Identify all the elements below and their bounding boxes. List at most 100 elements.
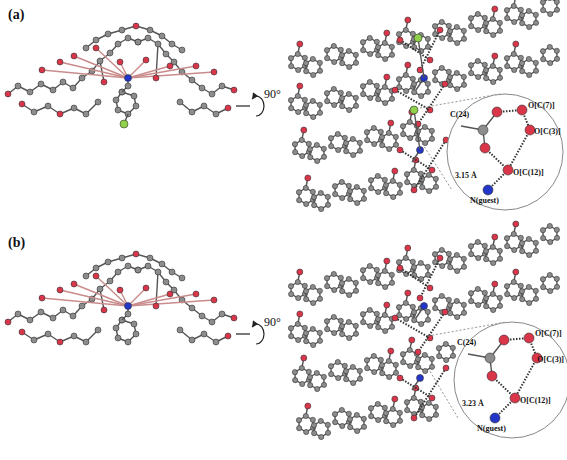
- atom: [225, 105, 231, 111]
- atom: [492, 281, 498, 287]
- atom: [490, 291, 495, 296]
- atom: [135, 39, 141, 45]
- atom: [117, 287, 123, 293]
- atom: [347, 417, 352, 422]
- atom: [484, 257, 489, 262]
- atom: [392, 396, 398, 402]
- atom: [554, 0, 559, 4]
- atom: [483, 185, 493, 195]
- atom: [119, 255, 125, 261]
- atom: [346, 48, 351, 53]
- atom: [375, 317, 380, 322]
- atom: [219, 311, 225, 317]
- atom: [407, 347, 412, 352]
- atom: [368, 279, 373, 284]
- atom: [390, 178, 395, 183]
- atom: [476, 302, 481, 307]
- atom: [71, 53, 77, 59]
- atom: [383, 328, 388, 333]
- atom: [332, 287, 337, 292]
- atom: [427, 416, 432, 421]
- atom: [328, 136, 333, 141]
- atom: [383, 284, 388, 289]
- atom: [289, 64, 294, 69]
- atom: [397, 418, 402, 423]
- atom: [411, 415, 417, 421]
- atom: [497, 256, 502, 261]
- atom: [297, 269, 303, 275]
- atom: [433, 404, 438, 409]
- atom: [393, 134, 398, 139]
- atom: [476, 74, 481, 79]
- atom: [346, 276, 351, 281]
- atom: [397, 147, 403, 153]
- atom: [490, 16, 495, 21]
- atom: [292, 142, 297, 147]
- atom: [455, 314, 460, 319]
- atom: [433, 412, 438, 417]
- atom: [392, 168, 398, 174]
- atom: [497, 67, 502, 72]
- atom: [429, 167, 435, 173]
- atom: [332, 102, 337, 107]
- atom: [427, 285, 433, 291]
- atom: [101, 79, 107, 85]
- atom: [213, 339, 219, 345]
- atom: [384, 191, 389, 196]
- atom: [303, 289, 308, 294]
- atom: [340, 104, 345, 109]
- atom: [348, 197, 353, 202]
- atom: [548, 60, 553, 65]
- atom: [339, 96, 344, 101]
- atom: [554, 235, 559, 240]
- atom: [93, 37, 99, 43]
- atom: [403, 27, 408, 32]
- atom: [418, 260, 423, 265]
- atom: [425, 264, 430, 269]
- atom: [447, 75, 452, 80]
- atom: [357, 140, 362, 145]
- atom: [527, 24, 532, 29]
- atom: [425, 309, 430, 314]
- bond: [515, 358, 537, 398]
- atom: [317, 102, 322, 107]
- atom: [382, 40, 387, 45]
- atom: [314, 370, 319, 375]
- bond: [414, 110, 420, 150]
- atom: [468, 244, 473, 249]
- atom: [511, 51, 516, 56]
- atom: [321, 146, 326, 151]
- atom: [319, 206, 324, 211]
- atom: [455, 86, 460, 91]
- atom: [304, 111, 309, 116]
- atom: [468, 16, 473, 21]
- atom: [368, 178, 373, 183]
- atom: [115, 41, 121, 47]
- atom: [153, 303, 159, 309]
- atom: [45, 103, 51, 109]
- atom: [107, 278, 113, 284]
- atom: [484, 76, 489, 81]
- atom: [461, 28, 466, 33]
- atom: [475, 11, 480, 16]
- atom: [513, 41, 519, 47]
- atom: [302, 325, 307, 330]
- atom: [361, 188, 366, 193]
- atom: [400, 352, 405, 357]
- atom: [484, 304, 489, 309]
- atom: [392, 315, 398, 321]
- atom: [382, 405, 387, 410]
- atom: [131, 321, 137, 327]
- atom: [442, 81, 448, 87]
- atom: [31, 337, 37, 343]
- atom: [325, 430, 330, 435]
- atom: [83, 45, 89, 51]
- atom: [295, 93, 300, 98]
- atom: [414, 34, 422, 42]
- atom: [5, 91, 11, 97]
- atom: [340, 332, 345, 337]
- atom: [376, 417, 381, 422]
- atom: [389, 324, 394, 329]
- atom: [317, 60, 322, 65]
